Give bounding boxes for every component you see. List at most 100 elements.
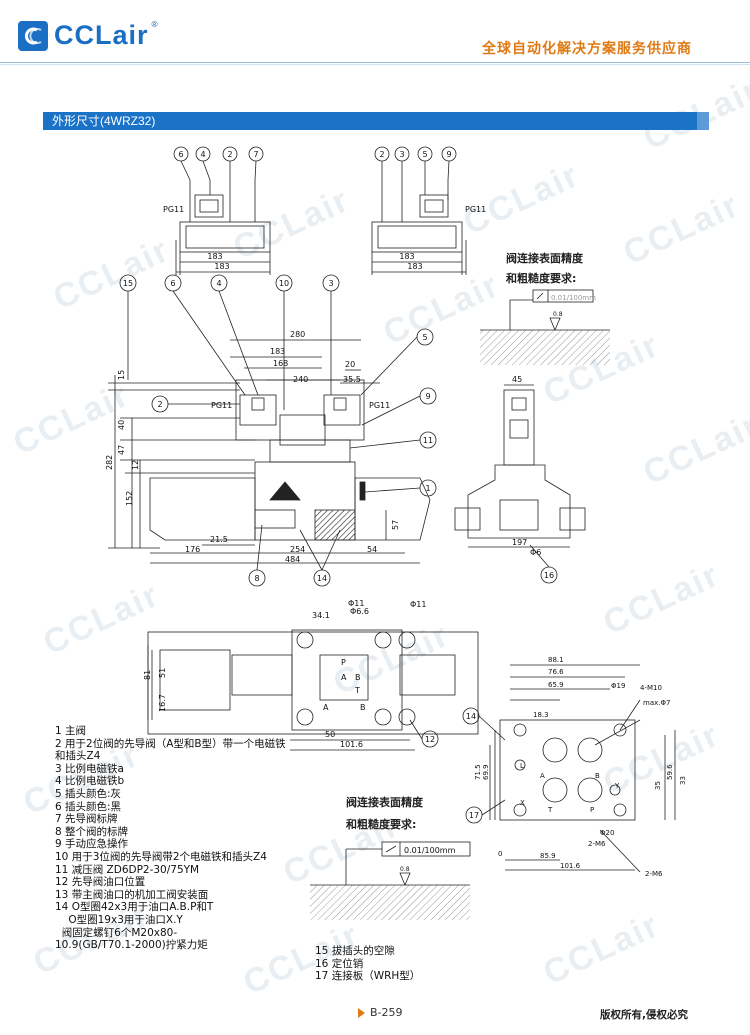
port-label: T: [547, 806, 553, 814]
dim-label: 59.6: [666, 764, 674, 780]
pg11-label: PG11: [211, 401, 232, 410]
dim-label: 40: [117, 420, 126, 430]
legend-item: O型圈19x3用于油口X.Y: [55, 913, 183, 926]
port-label: B: [595, 772, 600, 780]
dim-label: 168: [273, 359, 288, 368]
dim-label: 50: [325, 730, 335, 739]
pg11-label: PG11: [163, 205, 184, 214]
dimension-labels-mounting: 88.1 76.6 65.9 Φ19 4-M10 max.Φ7 18.3 71.…: [466, 656, 687, 878]
dim-label: 54: [367, 545, 377, 554]
port-label: A: [341, 673, 347, 682]
callout-number: 5: [422, 150, 427, 159]
dim-label: 35.5: [343, 375, 361, 384]
legend-item: 14 O型圈42x3用于油口A.B.P和T: [55, 901, 214, 914]
dim-label: 484: [285, 555, 300, 564]
legend-item: 15 拔插头的空隙: [315, 945, 395, 957]
legend-item: 4 比例电磁铁b: [55, 775, 125, 788]
legend-item: 2 用于2位阀的先导阀（A型和B型）带一个电磁铁和插头Z4: [55, 737, 286, 763]
surface-requirement-heading-bottom: 阀连接表面精度 和粗糙度要求:: [346, 795, 423, 833]
legend-item: 10 用于3位阀的先导阀带2个电磁铁和插头Z4: [55, 850, 267, 863]
dim-label: Φ6: [530, 548, 541, 557]
legend-item: 9 手动应急操作: [55, 838, 129, 851]
dim-label: Φ11: [348, 599, 364, 608]
dim-label: 0: [498, 850, 502, 858]
surface-requirement-top: 0.01/100mm 0.8: [480, 289, 610, 365]
dim-label: Φ11: [410, 600, 426, 609]
pilot-valve-view-right: PG11 183 183: [371, 146, 486, 275]
callout-number: 8: [254, 574, 259, 583]
header-divider: [0, 62, 750, 63]
dim-label: 15: [117, 370, 126, 380]
legend-item: 10.9(GB/T70.1-2000)拧紧力矩: [55, 939, 208, 952]
main-valve-side-view: 45 197 Φ6 16: [454, 375, 586, 584]
header-divider-light: [0, 64, 750, 65]
legend-item: 8 整个阀的标牌: [55, 825, 129, 838]
legend-item: 5 插头颜色:灰: [55, 787, 122, 800]
dim-label: 282: [105, 455, 114, 470]
logo-icon: [18, 20, 48, 51]
dim-label: 101.6: [560, 862, 581, 870]
callout-number: 9: [425, 392, 430, 401]
surface-requirement-heading-top: 阀连接表面精度 和粗糙度要求:: [506, 251, 583, 287]
mounting-surface-view: 88.1 76.6 65.9 Φ19 4-M10 max.Φ7 18.3 71.…: [462, 656, 687, 878]
surface-req-line2: 和粗糙度要求:: [506, 272, 577, 285]
dimension-labels-top: 34.1 Φ11 Φ6.6 Φ11 81 51 16.7 50 101.6 P …: [143, 599, 435, 749]
parts-legend: 1 主阀 2 用于2位阀的先导阀（A型和B型）带一个电磁铁和插头Z4 3 比例电…: [55, 725, 290, 952]
surface-requirement-bottom: 0.01/100mm 0.8: [310, 841, 471, 920]
dim-label: 35: [654, 781, 662, 790]
dim-label: 183: [407, 262, 422, 271]
dim-label: 183: [214, 262, 229, 271]
callout-number: 6: [178, 150, 183, 159]
callout-number: 14: [317, 574, 327, 583]
dim-label: Φ6.6: [350, 607, 369, 616]
roughness-value: 0.8: [400, 866, 410, 873]
flatness-value: 0.01/100mm: [551, 294, 596, 302]
callout-number: 17: [469, 811, 479, 820]
port-label: P: [590, 806, 594, 814]
callout-number: 10: [279, 279, 289, 288]
dim-label: 176: [185, 545, 200, 554]
port-label: P: [341, 658, 346, 667]
callout-number: 11: [423, 436, 433, 445]
section-header-accent: [697, 112, 709, 130]
dim-label: 197: [512, 538, 527, 547]
legend-item: 3 比例电磁铁a: [55, 762, 124, 775]
callout-number: 5: [422, 333, 427, 342]
copyright-notice: 版权所有,侵权必究: [600, 1009, 688, 1021]
dimension-labels-side: 45 197 Φ6 16: [512, 375, 554, 580]
dim-label: 16.7: [158, 694, 167, 712]
dim-label: 47: [117, 445, 126, 455]
dim-label: 76.6: [548, 668, 564, 676]
port-label: X: [520, 799, 525, 807]
section-header-bar: [43, 112, 697, 130]
callout-number: 3: [328, 279, 333, 288]
callout-number: 3: [399, 150, 404, 159]
legend-item: 16 定位销: [315, 957, 364, 970]
callout-labels-main: 15 6 4 10 3 5 2 9 11 1 8 14: [123, 279, 433, 583]
legend-item: 11 减压阀 ZD6DP2-30/75YM: [55, 863, 200, 876]
dim-label: 4-M10: [640, 684, 662, 692]
dim-label: 183: [270, 347, 285, 356]
brand-logo: CCLair ®: [18, 20, 159, 51]
page-arrow-icon: [358, 1008, 365, 1018]
dim-label: 240: [293, 375, 308, 384]
roughness-value: 0.8: [553, 311, 563, 318]
dim-label: 2-M6: [645, 870, 663, 878]
legend-item: 1 主阀: [55, 725, 87, 737]
slogan: 全球自动化解决方案服务供应商: [482, 41, 692, 57]
dim-label: 33: [679, 776, 687, 785]
pg11-label: PG11: [369, 401, 390, 410]
dim-label: 101.6: [340, 740, 363, 749]
callout-number: 7: [253, 150, 258, 159]
main-valve-top-view: 34.1 Φ11 Φ6.6 Φ11 81 51 16.7 50 101.6 P …: [143, 599, 479, 751]
callout-number: 2: [157, 400, 162, 409]
surface-req-line1: 阀连接表面精度: [346, 796, 423, 809]
dim-label: 2-M6: [588, 840, 606, 848]
callout-number: 15: [123, 279, 133, 288]
parts-legend-right: 15 拔插头的空隙 16 定位销 17 连接板（WRH型）: [315, 945, 420, 983]
dim-label: 69.9: [482, 764, 490, 780]
section-title: 外形尺寸(4WRZ32): [52, 114, 156, 128]
callout-number: 6: [170, 279, 175, 288]
dim-label: 45: [512, 375, 522, 384]
